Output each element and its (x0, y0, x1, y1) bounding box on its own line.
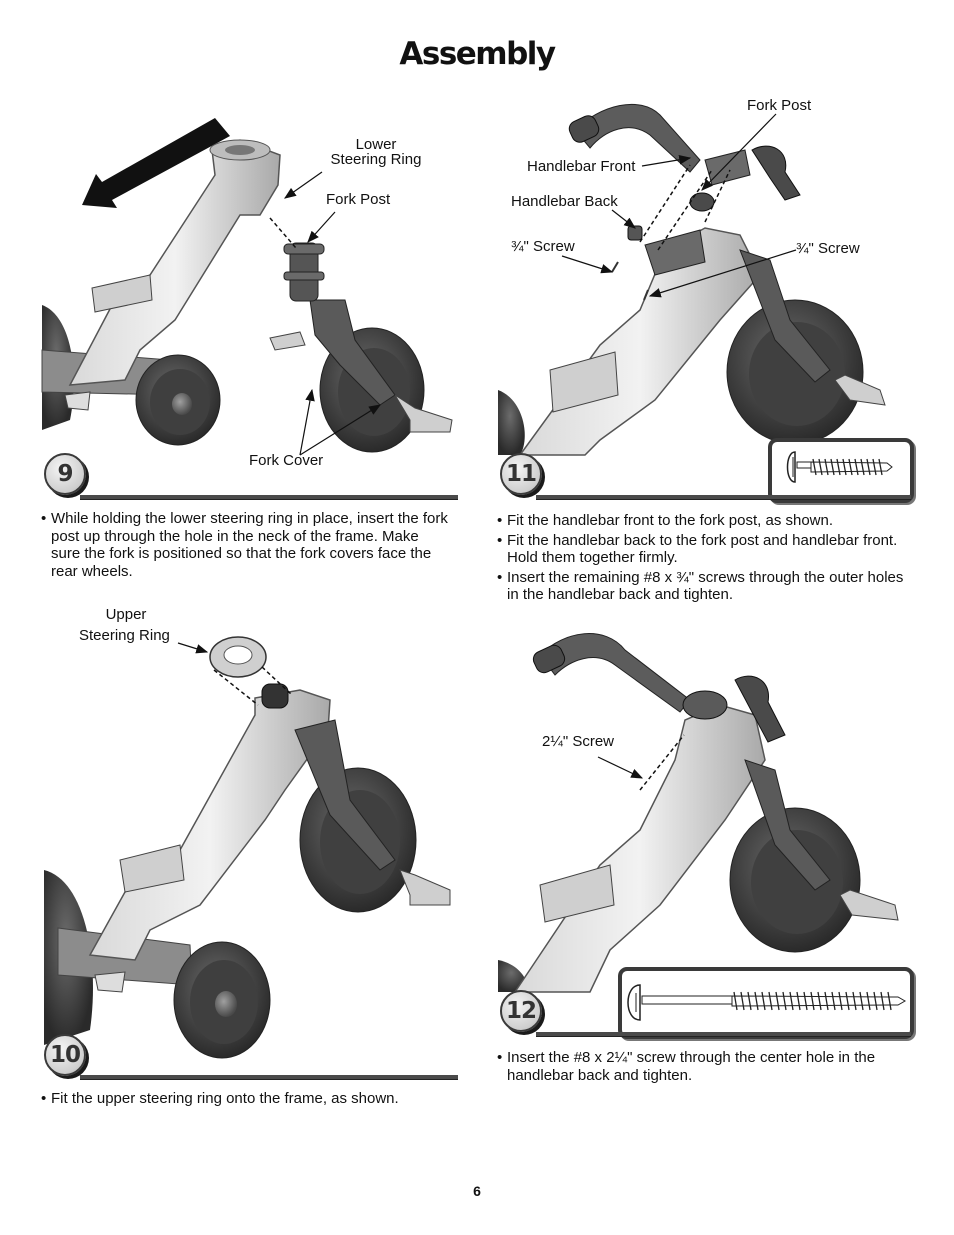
step-11-label-screw-left: ¾" Screw (511, 238, 575, 255)
step-10-label-upper-ring-1: Upper (105, 606, 147, 623)
step-9-divider (80, 495, 458, 499)
rear-arrow (82, 118, 230, 208)
step-12-divider (536, 1032, 911, 1036)
part-box-three-quarter-screw (768, 438, 914, 503)
step-9-illustration (41, 118, 453, 456)
page-title: Assembly (399, 36, 556, 72)
step-12-instruction: Insert the #8 x 2¼" screw through the ce… (497, 1049, 917, 1084)
step-9-label-lower-ring-2: Steering Ring (330, 151, 422, 168)
step-10-instruction: Fit the upper steering ring onto the fra… (41, 1090, 451, 1108)
step-9-instruction: While holding the lower steering ring in… (41, 510, 451, 580)
step-12-instructions: Insert the #8 x 2¼" screw through the ce… (497, 1049, 917, 1086)
step-10-instructions: Fit the upper steering ring onto the fra… (41, 1090, 451, 1110)
step-12-number: 12 (500, 990, 542, 1032)
step-10-illustration (44, 636, 451, 1059)
step-9-label-fork-post: Fork Post (326, 191, 391, 208)
step-9-label-fork-cover: Fork Cover (249, 452, 324, 469)
step-9-label-lower-ring-1: Lower (355, 136, 397, 153)
step-11-instruction-1: Fit the handlebar front to the fork post… (497, 512, 917, 530)
part-box-two-quarter-screw (618, 967, 914, 1039)
step-10-label-upper-ring-2: Steering Ring (79, 627, 170, 644)
step-11-label-fork-post: Fork Post (747, 97, 812, 114)
step-11-divider (536, 495, 911, 499)
step-12-label-screw: 2¼" Screw (542, 733, 615, 750)
step-11-label-screw-right: ¾" Screw (796, 240, 860, 257)
step-10-number: 10 (44, 1034, 86, 1076)
step-11-label-handlebar-back: Handlebar Back (511, 193, 618, 210)
step-11-instruction-3: Insert the remaining #8 x ¾" screws thro… (497, 569, 917, 604)
step-11-label-handlebar-front: Handlebar Front (527, 158, 636, 175)
step-10-divider (80, 1075, 458, 1079)
step-11-instruction-2: Fit the handlebar back to the fork post … (497, 532, 917, 567)
page-number: 6 (473, 1183, 481, 1199)
step-11-illustration (498, 103, 886, 456)
step-12-illustration (498, 633, 899, 993)
step-11-number: 11 (500, 453, 542, 495)
step-9-number: 9 (44, 453, 86, 495)
step-9-instructions: While holding the lower steering ring in… (41, 510, 451, 582)
step-11-instructions: Fit the handlebar front to the fork post… (497, 512, 917, 606)
